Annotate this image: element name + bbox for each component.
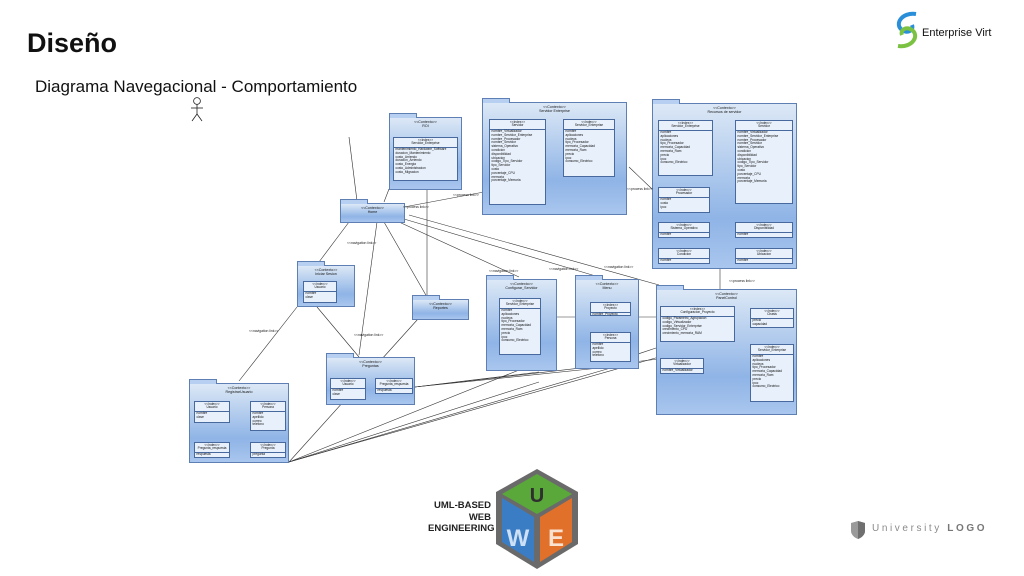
svg-text:W: W (507, 525, 530, 552)
class-box: <<Index>>Condicion nombre (658, 248, 710, 264)
uwe-cube-icon: U W E (496, 469, 578, 569)
link-label: <<navigation link>> (549, 267, 579, 271)
brand-name: Enterprise Virt (922, 27, 992, 39)
package-configurar-servidor: <<Contexto>> Configurar_Servidor <<Index… (486, 275, 557, 371)
package-recursos: <<Contexto>> Recursos de servidor <<Inde… (652, 99, 797, 269)
class-box: <<Index>>Ubicacion nombre (735, 248, 793, 264)
link-label: <<process link>> (627, 187, 653, 191)
link-label: <<navigation link>> (604, 265, 634, 269)
package-reportes: <<Contexto>> Reportes (412, 295, 469, 320)
link-label: <<navigation link>> (489, 269, 519, 273)
class-box: <<Index>>Servidor_Enterprise mantenimien… (393, 137, 458, 181)
svg-text:U: U (530, 485, 544, 507)
class-box: <<Index>>Sistema_Operativo nombre (658, 222, 710, 238)
actor-icon (191, 97, 203, 122)
svg-text:E: E (548, 525, 564, 552)
link-label: <<process link>> (453, 193, 479, 197)
brand-logo: Enterprise Virt (892, 10, 1016, 54)
link-label: <<navigation link>> (249, 329, 279, 333)
class-box: <<Index>>Configuracion_Proyecto codigo_P… (660, 306, 735, 342)
package-iniciar-sesion: <<Contexto>> Iniciar Sesion <<Index>>Usu… (297, 261, 355, 307)
link-label: <<process link>> (729, 279, 755, 283)
slide-title: Diseño (27, 28, 118, 58)
link-label: <<navigation link>> (354, 333, 384, 337)
university-logo: University LOGO (850, 520, 1000, 542)
class-box: <<Index>>Pregunta_respuesta respuesta (375, 378, 413, 394)
shield-icon (851, 521, 865, 539)
class-box: <<Index>>Pregunta_respuesta respuesta (194, 442, 230, 458)
class-box: <<Index>>Pregunta pregunta (250, 442, 286, 458)
slide-subtitle: Diagrama Navegacional - Comportamiento (35, 77, 358, 96)
uwe-logo: UML-BASED WEB ENGINEERING U W E (428, 466, 580, 572)
package-roi: <<Contexto>> ROI <<Index>>Servidor_Enter… (389, 113, 462, 190)
package-registrarusuario: <<Contexto>> RegistrarUsuario <<Index>>U… (189, 379, 289, 463)
class-box: <<Index>>Virtualizador nombre_Virtualiza… (660, 358, 704, 374)
class-box: <<Index>>Proyecto nombre_Proyecto (590, 302, 631, 316)
package-panelcontrol: <<Contexto>> PanelControl <<Index>>Confi… (656, 285, 797, 415)
link-label: <<process link>> (403, 205, 429, 209)
navigation-diagram: <<Contexto>> ROI <<Index>>Servidor_Enter… (189, 97, 797, 463)
link-label: <<navigation link>> (347, 241, 377, 245)
package-menu: <<Contexto>> Menu <<Index>>Proyecto nomb… (575, 275, 639, 369)
class-box: <<Index>>Disponibilidad nombre (735, 222, 793, 238)
package-home: <<Contexto>> Home (340, 199, 405, 223)
package-servidor-enterprise: <<Contexto>> Servidor Enterprise <<Index… (482, 98, 627, 215)
swirl-logo-icon (896, 11, 918, 49)
package-preguntas: <<Contexto>> Preguntas <<Index>>Usuario … (326, 353, 415, 405)
